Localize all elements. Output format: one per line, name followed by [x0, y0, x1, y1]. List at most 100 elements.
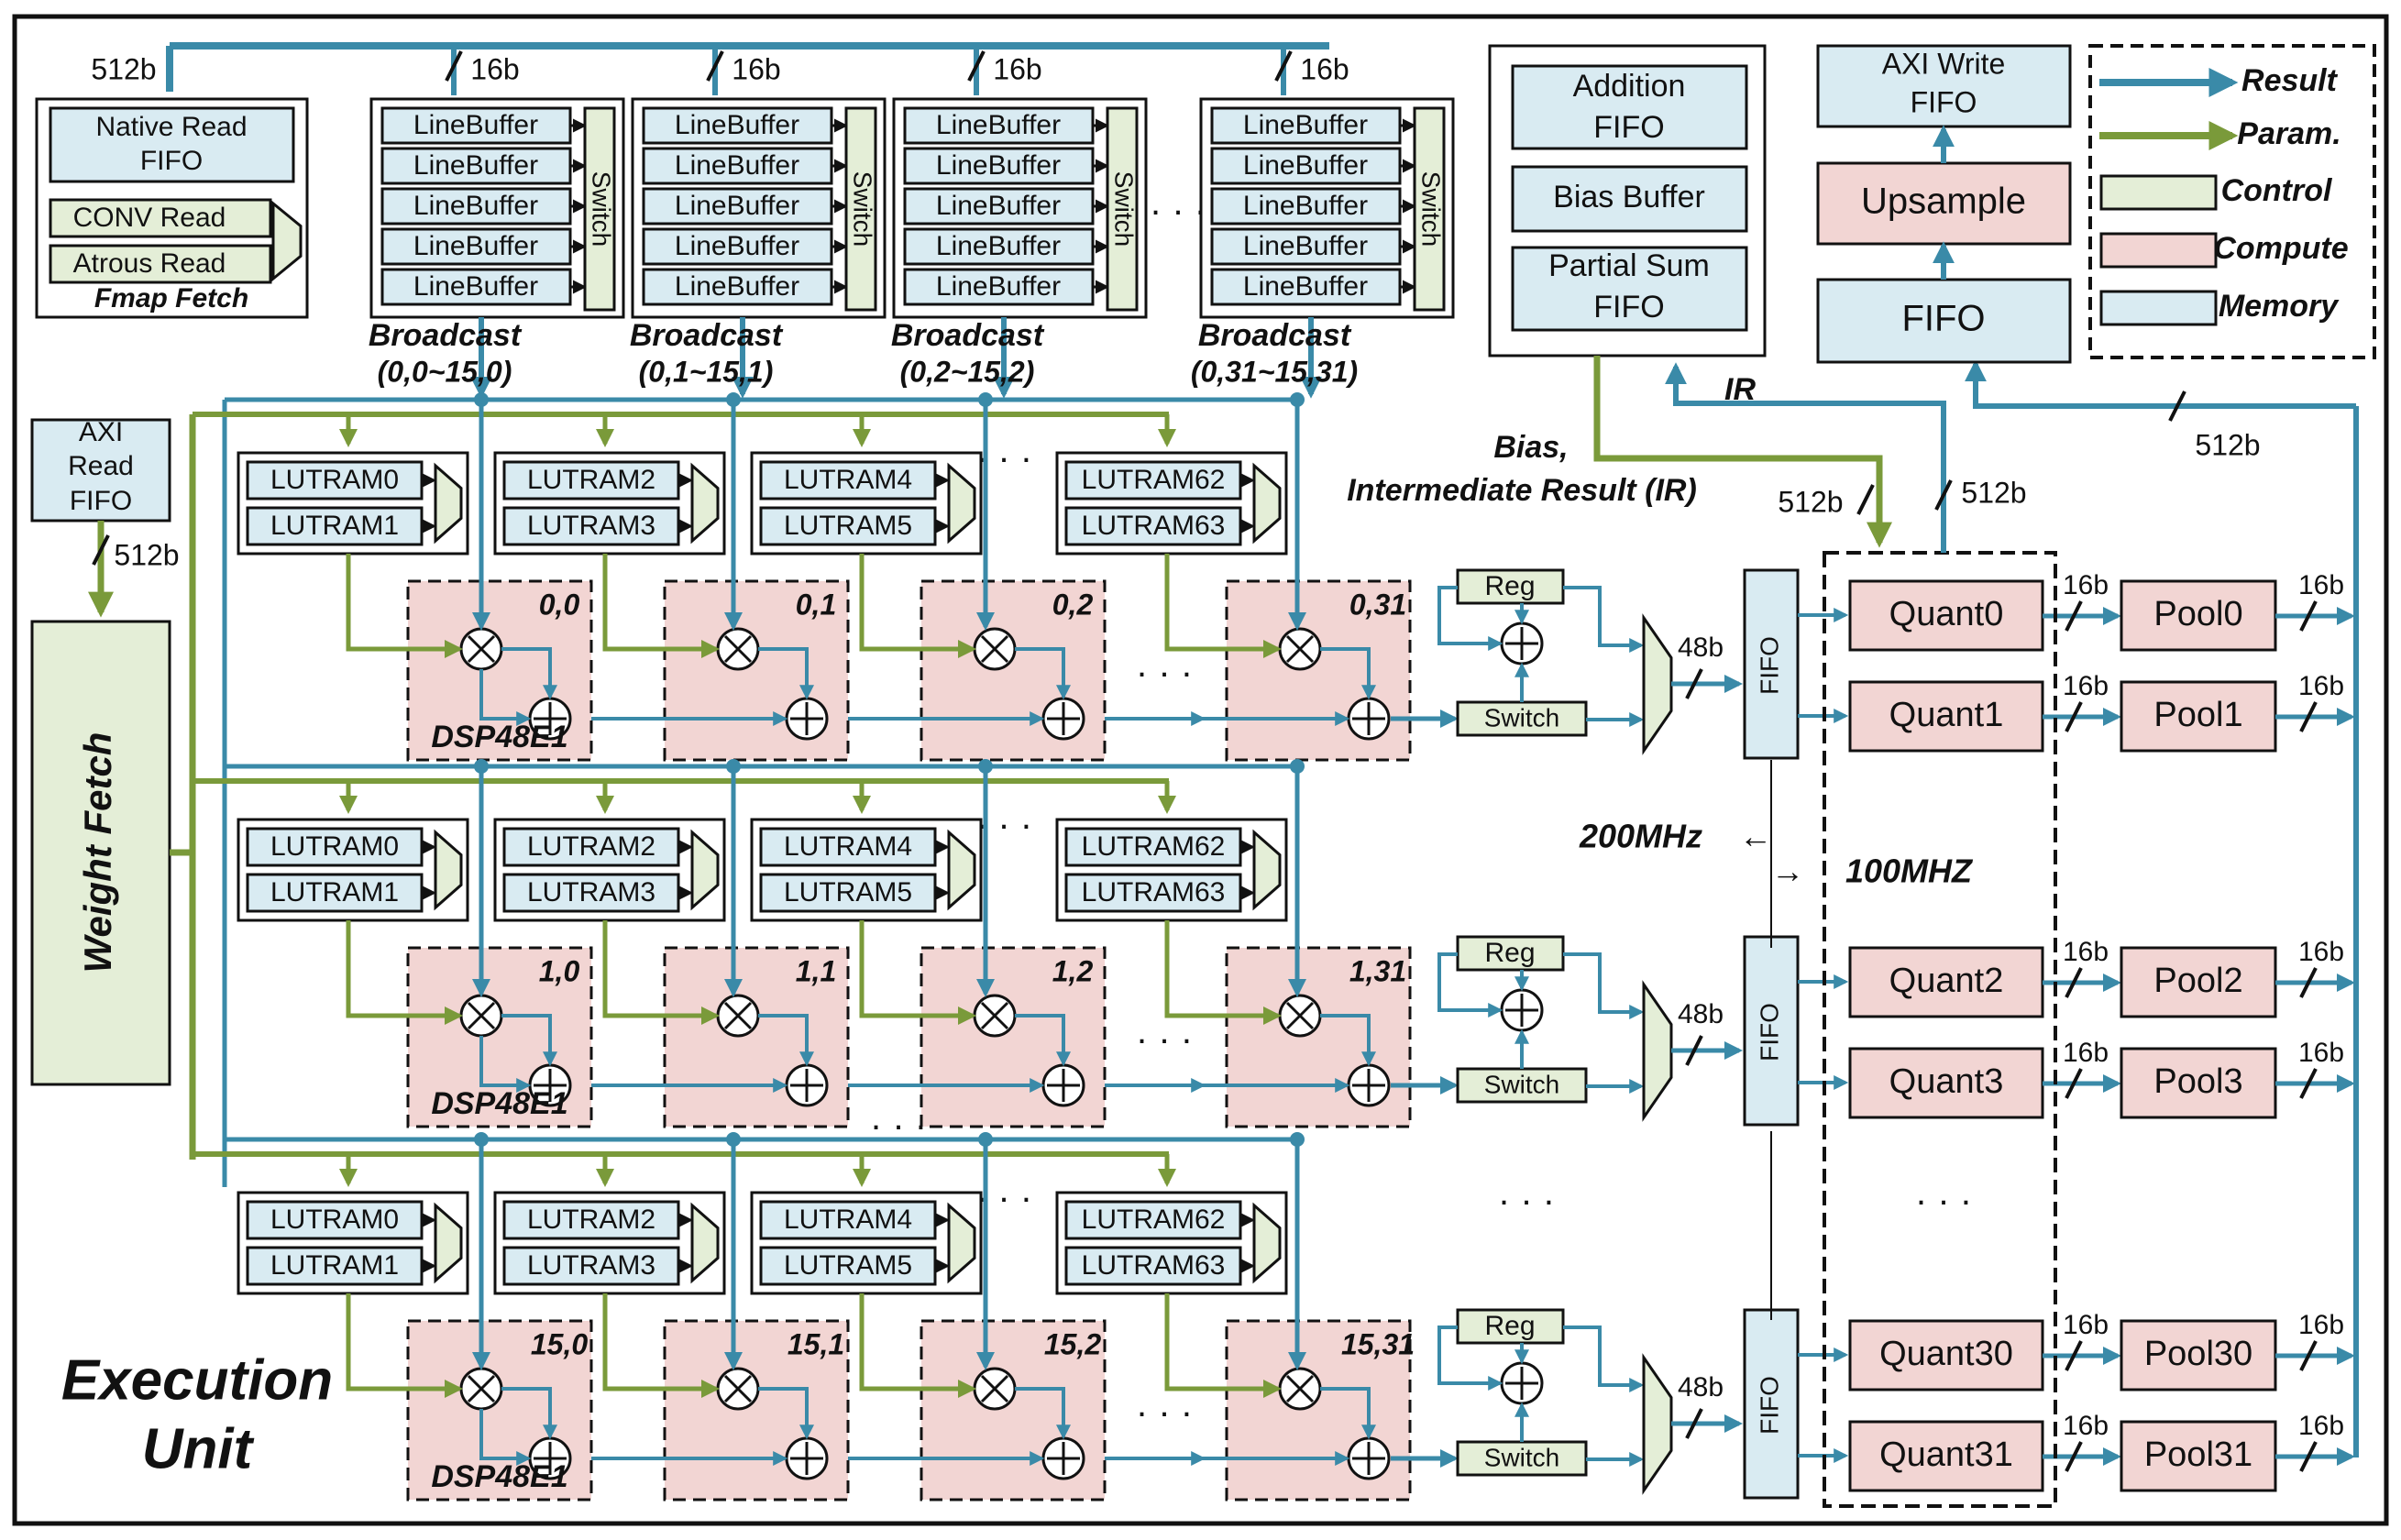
switch-vertical — [1106, 106, 1139, 312]
bus-16b-label: 16b — [993, 52, 1041, 85]
lutram-group — [750, 451, 983, 556]
label: Addition — [1573, 69, 1686, 104]
mux-icon — [690, 829, 720, 911]
label: Switch — [588, 171, 616, 247]
clk-100: 100MHZ — [1845, 852, 1974, 890]
bus-width-slash — [2065, 1340, 2083, 1371]
weight-fetch-title: Weight Fetch — [76, 732, 119, 974]
label: FIFO — [1755, 636, 1783, 695]
mux-icon — [947, 829, 976, 911]
pe-id: 1,2 — [1052, 954, 1094, 987]
bus-16b-label: 16b — [2063, 1310, 2109, 1340]
mul-to-add — [1015, 1014, 1071, 1067]
label: Switch — [1484, 703, 1559, 732]
multiplier-stroke — [1285, 1001, 1315, 1030]
lutram-group — [237, 1191, 469, 1295]
ir-long-label: Intermediate Result (IR) — [1347, 473, 1697, 508]
fifo-box — [1816, 278, 2072, 364]
label: LUTRAM4 — [784, 831, 912, 862]
bus-512b-label: 512b — [1778, 485, 1843, 518]
reg-loop — [1437, 1326, 1503, 1391]
label: LUTRAM2 — [527, 1204, 655, 1235]
label: AXI — [79, 417, 123, 447]
label: LineBuffer — [1243, 150, 1368, 181]
label: Pool1 — [2153, 696, 2242, 734]
multiplier-stroke — [723, 634, 753, 664]
param-to-mul — [859, 920, 976, 1025]
param-to-mul — [1164, 554, 1282, 658]
linebuffer-cell — [903, 106, 1095, 145]
chain-line — [479, 1409, 532, 1466]
pe-ellipsis: · · · — [1136, 1392, 1193, 1433]
multiplier-stroke — [980, 1001, 1009, 1030]
clk-arrow-left: ← — [1739, 818, 1772, 855]
param-to-mul — [1164, 1293, 1282, 1398]
label: FIFO — [1901, 299, 1985, 339]
multiplier-stroke — [1285, 634, 1315, 664]
lutram-group — [493, 818, 726, 922]
label: LUTRAM4 — [784, 1204, 912, 1235]
label: Result — [2241, 63, 2339, 98]
bias-buffer — [1511, 165, 1748, 233]
linebuffer-cell — [642, 227, 833, 266]
linebuffer-cell — [1210, 187, 1402, 226]
label: LUTRAM1 — [270, 877, 399, 908]
label: LUTRAM4 — [784, 465, 912, 495]
label: Param. — [2237, 116, 2340, 151]
bus-width-slash — [2065, 967, 2083, 998]
label: Atrous Read — [73, 248, 226, 279]
multiplier-stroke — [723, 1374, 753, 1403]
label: LUTRAM63 — [1082, 877, 1226, 908]
lutram-cell — [759, 1200, 937, 1240]
pe-id: 1,0 — [539, 954, 580, 987]
bus-width-slash — [1685, 1408, 1703, 1439]
label: Partial Sum — [1548, 248, 1710, 283]
label: FIFO — [1911, 85, 1977, 118]
bus-width-slash — [2065, 1068, 2083, 1099]
mux-icon — [1642, 980, 1673, 1122]
lutram-cell — [1064, 827, 1242, 867]
label: Switch — [1110, 171, 1139, 247]
bus-width-slash — [1274, 50, 1293, 82]
mux-icon — [271, 200, 303, 282]
label: LUTRAM63 — [1082, 1250, 1226, 1281]
label: LineBuffer — [1243, 110, 1368, 140]
mul-to-add — [758, 1387, 814, 1440]
multiplier-stroke — [467, 634, 496, 664]
mul-to-add — [501, 1014, 557, 1067]
pe-id: 0,31 — [1349, 588, 1406, 621]
param-to-mul — [346, 920, 463, 1025]
mul-to-add — [758, 1014, 814, 1067]
linebuffer-group — [631, 97, 887, 319]
bus-width-slash — [967, 50, 986, 82]
lb-ellipsis: · · · — [1150, 191, 1206, 231]
fifo-vertical — [1743, 935, 1800, 1127]
partial-sum-fifo — [1511, 246, 1748, 332]
bus-16b-label: 16b — [2298, 937, 2344, 967]
label: LineBuffer — [936, 271, 1061, 302]
execution-title: Unit — [142, 1417, 255, 1480]
pool-box — [2120, 680, 2277, 753]
pool-box — [2120, 1047, 2277, 1119]
axi-write-fifo — [1816, 44, 2072, 128]
legend-memory-swatch — [2099, 290, 2218, 326]
mux-icon — [1252, 462, 1282, 544]
label: LUTRAM3 — [527, 877, 655, 908]
label: Switch — [1484, 1443, 1559, 1471]
param-to-mul — [346, 1293, 463, 1398]
mul-to-add — [1320, 1014, 1376, 1067]
bus-width-slash — [1685, 668, 1703, 699]
label: LUTRAM63 — [1082, 511, 1226, 541]
weight-fetch — [30, 620, 171, 1086]
label: Pool31 — [2144, 1436, 2252, 1474]
lutram-group — [237, 451, 469, 556]
mux-icon — [434, 462, 463, 544]
bus-16b-label: 16b — [2298, 1310, 2344, 1340]
label: Pool3 — [2153, 1062, 2242, 1101]
bus-16b-label: 16b — [732, 52, 780, 85]
broadcast-coord: (0,31~15,31) — [1191, 355, 1358, 388]
bus-width-slash — [1856, 484, 1875, 515]
bus-16b-label: 16b — [2063, 671, 2109, 701]
label: LineBuffer — [675, 191, 799, 221]
label: LineBuffer — [1243, 231, 1368, 261]
